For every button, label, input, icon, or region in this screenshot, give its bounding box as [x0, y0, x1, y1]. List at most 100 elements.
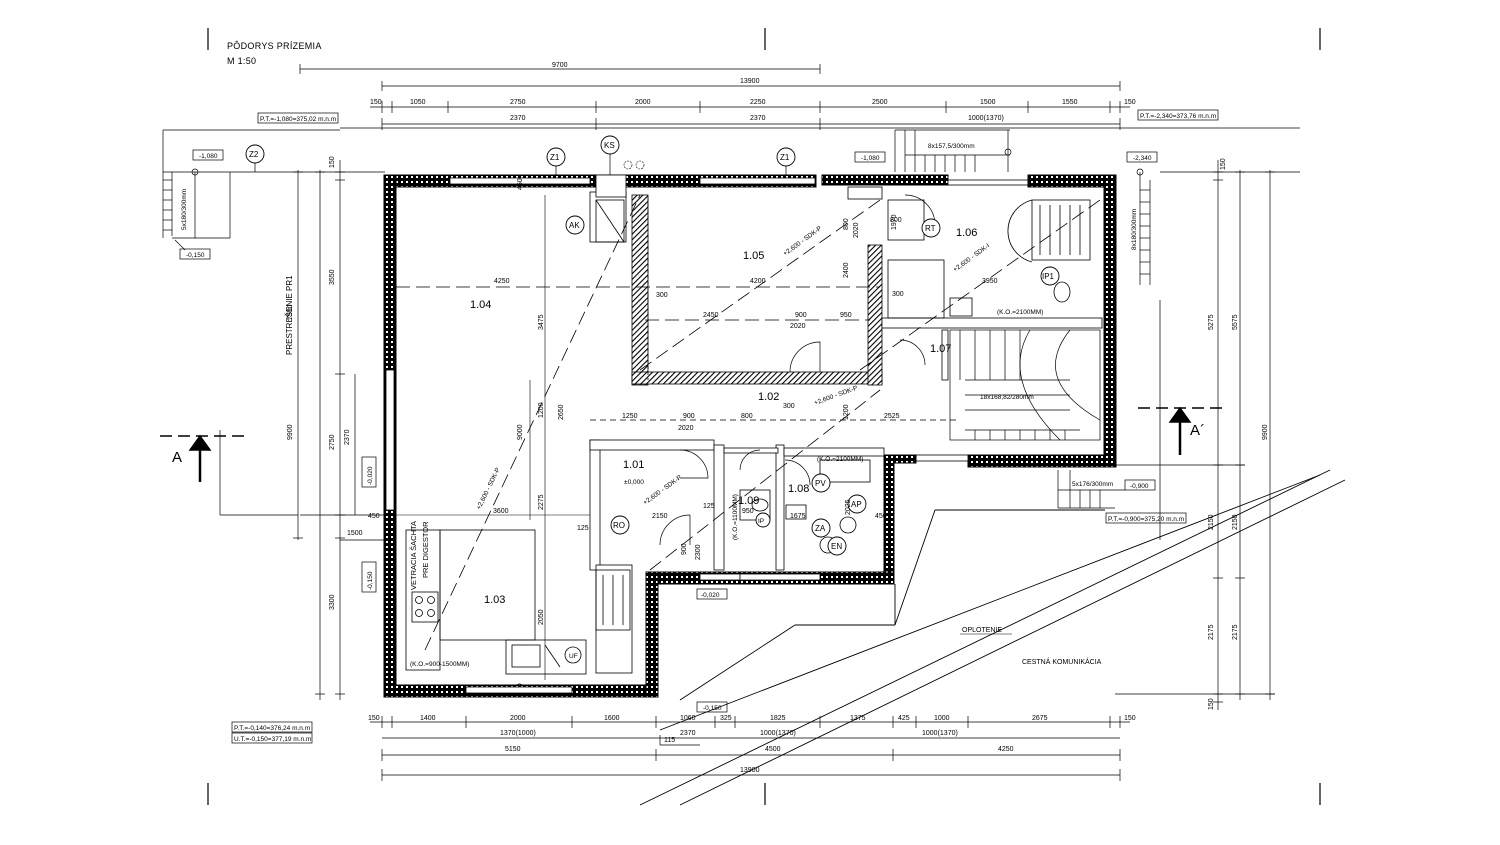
dim: 1370(1000)	[500, 730, 536, 737]
svg-text:IP: IP	[758, 518, 764, 525]
dim: 2370	[680, 730, 696, 737]
kitchen-island	[405, 529, 587, 675]
dim: 1000(1370)	[922, 730, 958, 737]
tag-ks: KS	[600, 135, 645, 175]
note-stairs-top: 8x157,5/300mm	[928, 143, 975, 150]
level-2: -1,080	[861, 155, 880, 162]
dim: 1600	[604, 715, 620, 722]
dim: 2250	[750, 99, 766, 106]
note-sdk-105: +2,600 - SDK-P	[782, 225, 823, 258]
note-ko-109: (K.O.=1100MM)	[732, 494, 739, 540]
tag-z1-left: Z1	[546, 147, 566, 176]
dim: 5575	[1232, 314, 1239, 330]
section-a2-label: A´	[1190, 422, 1205, 439]
svg-text:KS: KS	[604, 141, 615, 150]
tag-uf: UF	[569, 653, 578, 660]
tag-ap: AP	[847, 494, 867, 514]
level-pt-br: P.T.=-0,900=375,20 m.n.m	[1108, 516, 1184, 523]
dim: 2750	[510, 99, 526, 106]
dim: 1375	[850, 715, 866, 722]
section-a-label: A	[172, 449, 182, 466]
dim: 2050	[538, 609, 545, 625]
svg-text:UF: UF	[569, 653, 578, 660]
room-1-05: 1.05	[743, 250, 764, 262]
section-a-marker	[160, 406, 1222, 482]
dim: 450	[368, 513, 380, 520]
dim: 5275	[1208, 314, 1215, 330]
dim: 2175	[1232, 624, 1239, 640]
tag-ro: RO	[610, 515, 630, 535]
note-stairs-br: 5x176/300mm	[1072, 481, 1113, 488]
room-1-02: 1.02	[758, 391, 779, 403]
dim: 800	[843, 218, 850, 230]
note-sdk-101: +2,600 - SDK-P	[642, 474, 683, 507]
level-pt-tl: P.T.=-1,080=375,02 m.n.m	[260, 116, 336, 123]
dim: 3600	[493, 508, 509, 515]
svg-text:RT: RT	[925, 224, 936, 233]
svg-text:Z1: Z1	[550, 153, 560, 162]
dim: 1250	[622, 413, 638, 420]
note-digestor: PRE DIGESTOR	[421, 521, 430, 578]
note-zero: ±0,000	[624, 479, 644, 486]
level-pt-bl: P.T.=-0,140=376,24 m.n.m	[234, 725, 310, 732]
dim: 1400	[420, 715, 436, 722]
dim: 1060	[680, 715, 696, 722]
level-ut-bl: U.T.=-0,150=377,19 m.n.m	[234, 736, 311, 743]
top-row-dims: 150 1050 2750 2000 2250 2500 1500 1550 1…	[370, 99, 1136, 122]
dim: 9000	[517, 424, 524, 440]
note-oplotenie: OPLOTENIE	[962, 627, 1002, 634]
dim: 2150	[1232, 514, 1239, 530]
dim: 2150	[1208, 514, 1215, 530]
dim: 150	[329, 156, 336, 168]
dim: 2020	[790, 323, 806, 330]
tag-ip: IP	[755, 512, 771, 528]
svg-text:RO: RO	[613, 521, 625, 530]
left-dimensions	[219, 160, 385, 700]
dim: 2275	[538, 494, 545, 510]
shaft-akumulacia	[595, 174, 627, 243]
svg-text:AP: AP	[851, 500, 862, 509]
dim: 1550	[1062, 99, 1078, 106]
tag-en: EN	[827, 536, 847, 556]
dim: 2020	[678, 425, 694, 432]
dim: 2175	[1208, 624, 1215, 640]
dim: 1675	[790, 513, 806, 520]
dim: 4200	[750, 278, 766, 285]
dim: 125	[703, 503, 715, 510]
dim: 950	[742, 508, 754, 515]
wc-fixtures	[595, 459, 871, 631]
dim: 1500	[980, 99, 996, 106]
dim: 2370	[750, 115, 766, 122]
frame-marks	[207, 28, 1321, 805]
dim: 2020	[853, 222, 860, 238]
svg-text:Z2: Z2	[249, 150, 259, 159]
dim-top-total: 13900	[740, 78, 760, 85]
dim: 3550	[329, 269, 336, 285]
level-1: -1,080	[199, 153, 218, 160]
dim: 2370	[510, 115, 526, 122]
note-ko-106: (K.O.=2100MM)	[997, 309, 1043, 316]
room-1-08: 1.08	[788, 483, 809, 495]
dim: 300	[892, 291, 904, 298]
dim: 2400	[843, 262, 850, 278]
dim: 7950	[287, 304, 294, 320]
dim: 450	[517, 178, 524, 190]
dim: 800	[890, 217, 902, 224]
right-stairs	[1136, 168, 1151, 285]
svg-text:EN: EN	[831, 542, 842, 551]
tag-rt: RT	[921, 218, 941, 238]
svg-text:ZA: ZA	[815, 524, 826, 533]
dim: 2525	[884, 413, 900, 420]
room-1-01: 1.01	[623, 459, 644, 471]
tag-pv: PV	[811, 473, 831, 493]
note-prestresenie: PRESTREŠENIE PR1	[285, 275, 294, 355]
dim: 2675	[1032, 715, 1048, 722]
dim: 2500	[872, 99, 888, 106]
dim: 3475	[538, 314, 545, 330]
dim: 2000	[510, 715, 526, 722]
level-9: -0,900	[1130, 483, 1149, 490]
dim: 4500	[765, 746, 781, 753]
dim: 3300	[329, 594, 336, 610]
dim-bottom-total: 13900	[740, 767, 760, 774]
dim: 9900	[1262, 424, 1269, 440]
